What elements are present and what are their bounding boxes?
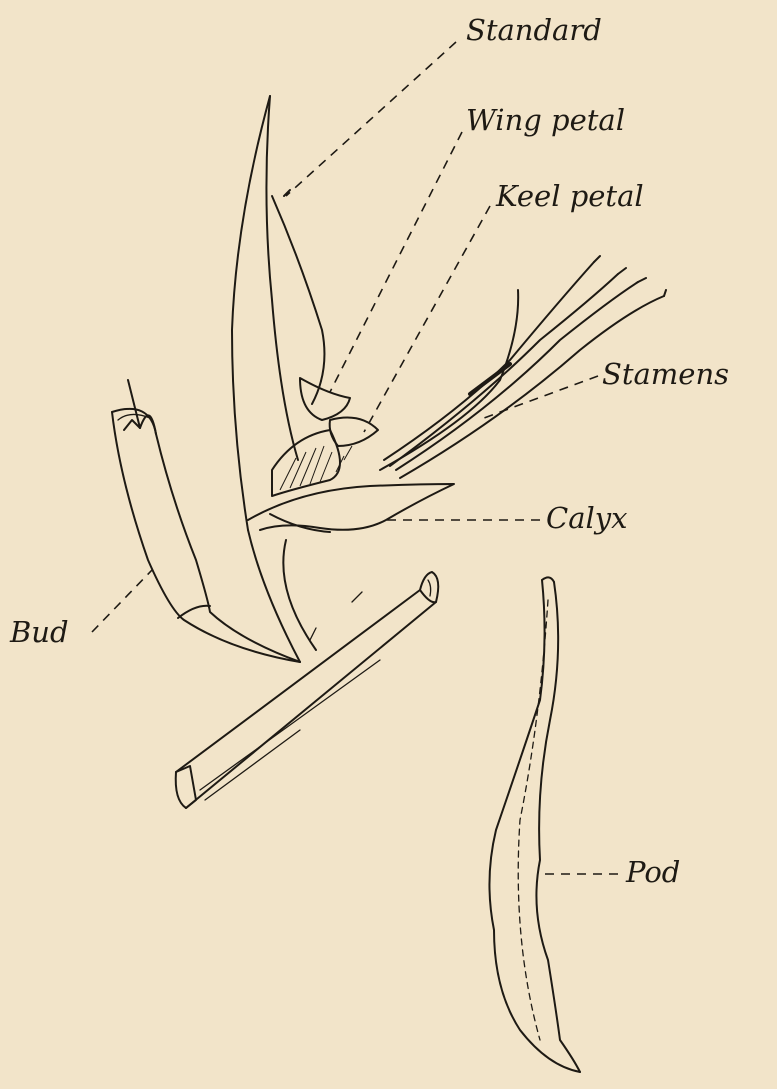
stamens-label: Stamens [602,357,729,391]
wing-petal-label: Wing petal [466,103,625,137]
flower-stalk [248,530,316,662]
wing-keel-petals [272,378,378,496]
keel-petal-label: Keel petal [495,179,644,213]
calyx-label: Calyx [546,501,628,535]
leader-lines [92,42,618,874]
bud [112,380,300,662]
pod [489,577,580,1072]
bud-label: Bud [9,615,69,649]
pod-label: Pod [625,855,680,889]
standard-label: Standard [466,13,602,47]
calyx [248,484,454,532]
standard-petal [232,96,324,530]
branch [176,572,439,808]
